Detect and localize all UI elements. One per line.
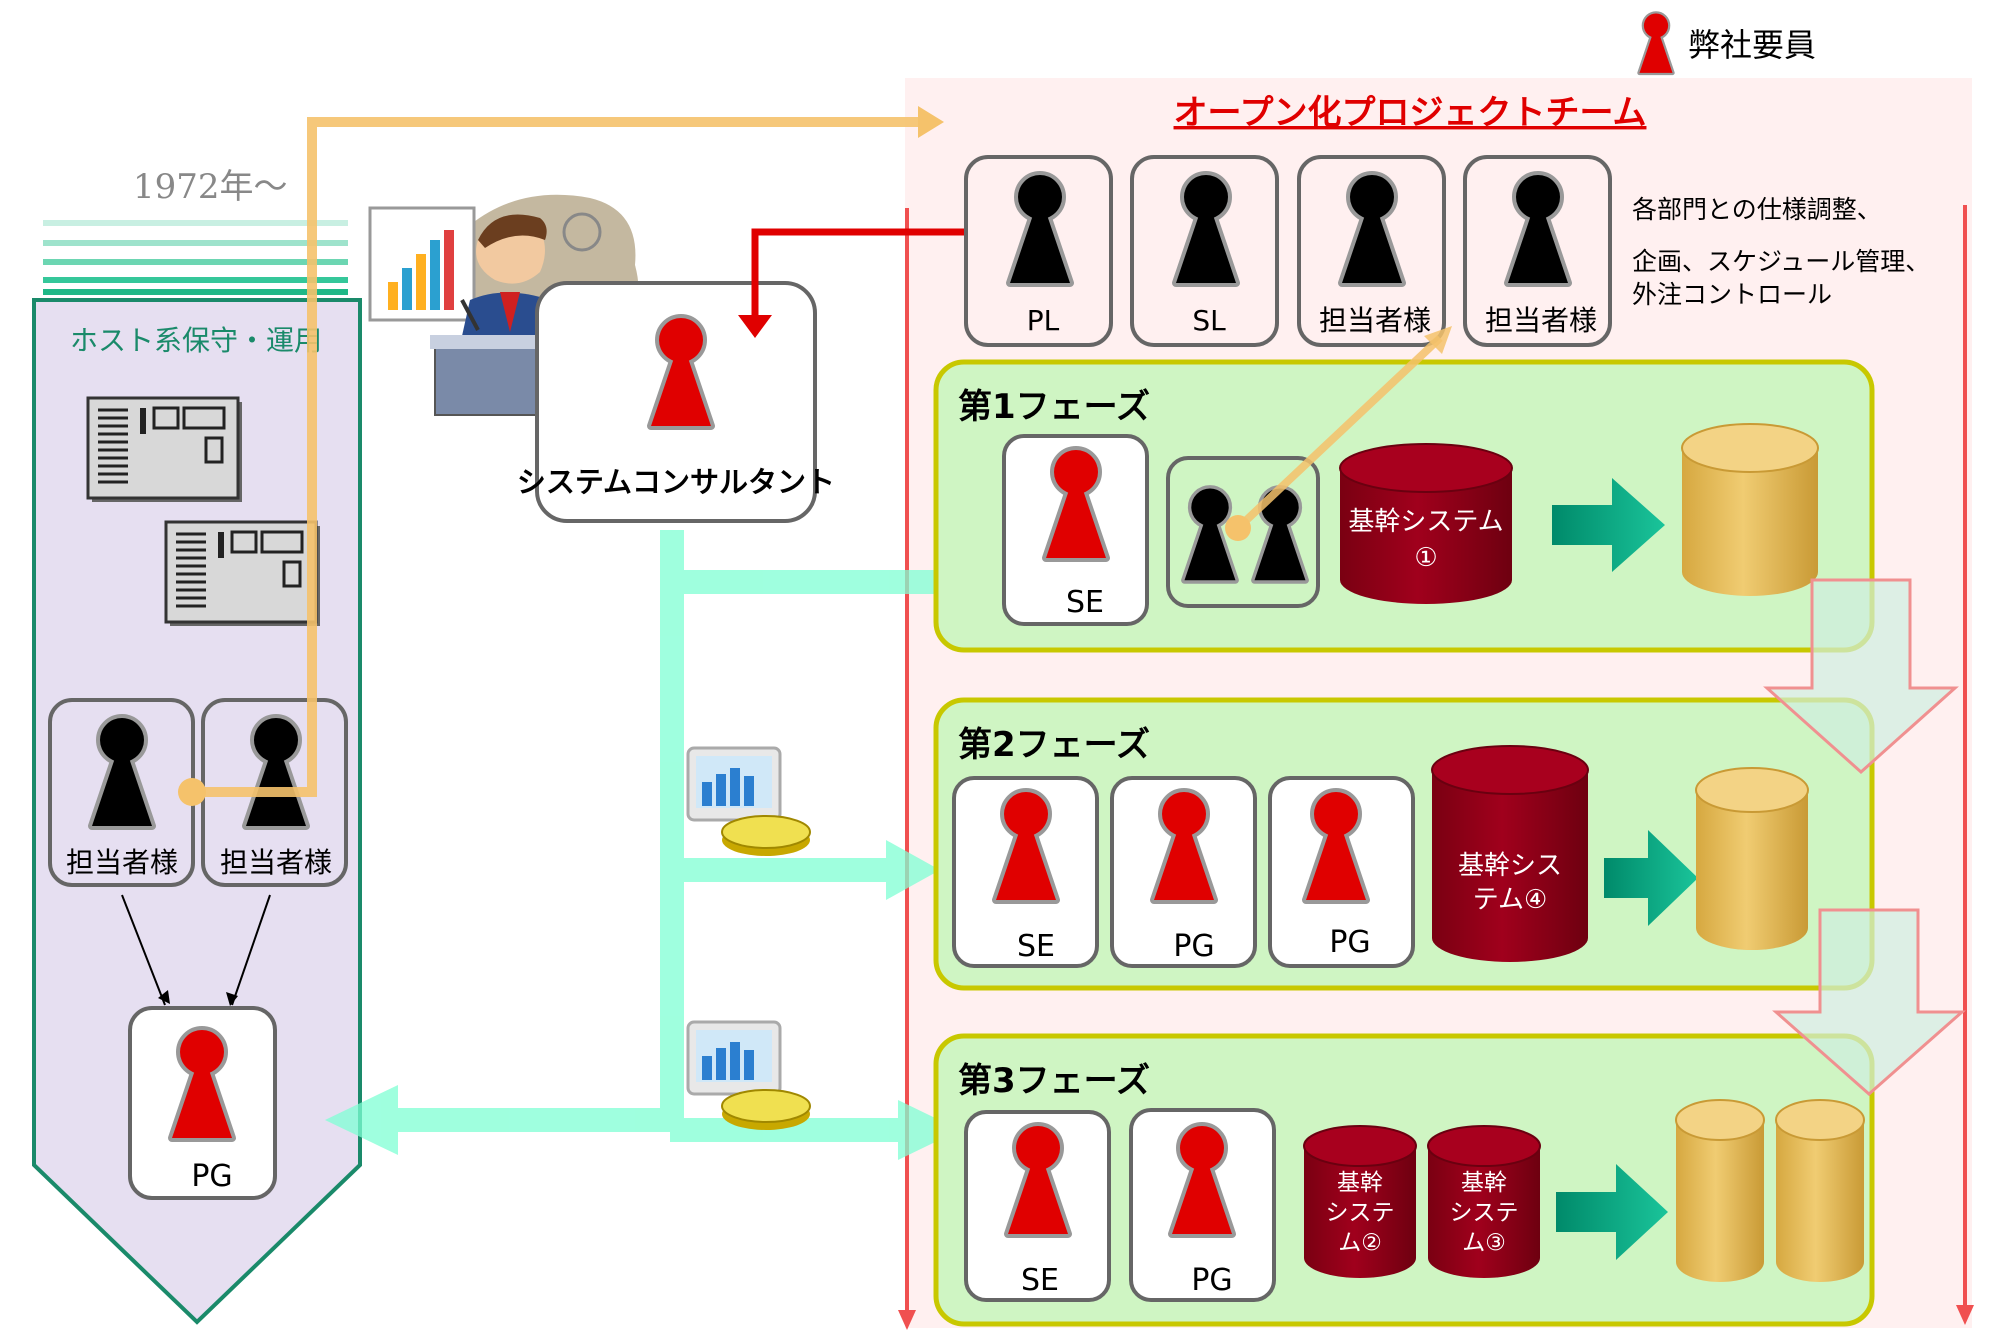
phase-3-se-card: SE [964,1110,1111,1302]
svg-text:基幹システム: 基幹システム [1348,507,1503,537]
team-title: オープン化プロジェクトチーム [1174,93,1647,133]
phase-3-title: 第3フェーズ [958,1061,1150,1101]
orange-connector [1235,335,1443,531]
host-person-label: 担当者様 [220,846,332,879]
svg-text:PG: PG [1191,1263,1232,1298]
phase-1-title: 第1フェーズ [958,387,1150,427]
svg-text:担当者様: 担当者様 [1485,304,1597,337]
timeline-lines [43,220,348,295]
host-since: 1972年～ [133,167,288,207]
database-icon: 基幹シス テム④ [1431,745,1589,962]
svg-text:SE: SE [1066,585,1104,620]
svg-text:①: ① [1414,543,1437,573]
team-member-card-sl: SL [1130,155,1279,347]
database-icon: 基幹システム ① [1339,443,1513,604]
orange-connector [192,117,918,797]
legend: 弊社要員 [1640,13,1816,72]
red-connector [751,228,988,320]
red-arrow-down-right [1956,1305,1974,1325]
svg-text:ム②: ム② [1338,1230,1382,1256]
svg-text:システ: システ [1450,1200,1519,1226]
mainframe-server-icon [86,396,242,502]
svg-text:システ: システ [1326,1200,1395,1226]
svg-text:SE: SE [1021,1263,1059,1298]
svg-text:基幹: 基幹 [1461,1170,1507,1196]
svg-text:各部門との仕様調整、: 各部門との仕様調整、 [1632,195,1882,224]
phase-2-se-card: SE [952,776,1099,968]
teal-connectors [325,530,1005,1160]
database-icon [1695,767,1809,950]
svg-text:ム③: ム③ [1462,1230,1506,1256]
person-icon [1640,13,1673,72]
database-icon: 基幹 システ ム③ [1427,1125,1541,1278]
phase-3-panel: 第3フェーズ SE PG 基幹 システ ム② 基幹 システ ム③ [933,1033,1875,1327]
host-title: ホスト系保守・運用 [70,324,322,357]
phase-2-pg-card: PG [1268,776,1415,968]
phase-1-se-card: SE [1002,434,1149,626]
report-coins-icon [686,746,811,856]
consultant-label: システムコンサルタント [517,465,835,499]
consultant-card: システムコンサルタント [517,281,835,523]
svg-text:PG: PG [1329,925,1370,960]
phase-transition-arrow [1772,908,1966,1096]
phase-2-pg-card: PG [1110,776,1257,968]
database-icon [1675,1099,1765,1282]
database-icon [1775,1099,1865,1282]
team-note: 各部門との仕様調整、 企画、スケジュール管理、 外注コントロール [1632,195,1930,309]
svg-text:担当者様: 担当者様 [1319,304,1431,337]
svg-text:基幹: 基幹 [1337,1170,1383,1196]
phase-transition-arrow [1763,578,1959,775]
host-person-card: 担当者様 [48,698,195,887]
host-person-label: 担当者様 [66,846,178,879]
phase-1-panel: 第1フェーズ SE 基幹システム ① [933,359,1875,653]
svg-text:SE: SE [1017,929,1055,964]
svg-text:テム④: テム④ [1473,885,1548,915]
team-member-card-pl: PL [964,155,1113,347]
svg-text:SL: SL [1192,304,1226,337]
database-icon [1681,423,1819,596]
svg-text:企画、スケジュール管理、: 企画、スケジュール管理、 [1632,247,1930,276]
legend-label: 弊社要員 [1688,26,1816,64]
report-coins-icon [686,1020,811,1130]
database-icon: 基幹 システ ム② [1303,1125,1417,1278]
mainframe-server-icon [164,520,320,626]
svg-text:基幹シス: 基幹シス [1458,851,1562,881]
phase-2-panel: 第2フェーズ SE PG PG 基幹シス テム④ [933,697,1875,991]
red-arrow-down-left [898,1310,916,1330]
team-member-card-client: 担当者様 [1463,155,1612,347]
phase-3-pg-card: PG [1129,1108,1276,1302]
arrow-to-pg [231,894,271,1006]
phase-2-title: 第2フェーズ [958,725,1150,765]
svg-text:PL: PL [1027,304,1060,337]
host-pg-card: PG [128,1006,277,1200]
team-member-card-client: 担当者様 [1297,155,1446,347]
green-arrow-icon [1556,1164,1668,1260]
svg-text:外注コントロール: 外注コントロール [1632,280,1832,309]
arrow-to-pg [121,894,166,1006]
svg-text:PG: PG [1173,929,1214,964]
green-arrow-icon [1604,830,1698,926]
green-arrow-icon [1552,478,1665,572]
host-pg-label: PG [191,1159,232,1194]
